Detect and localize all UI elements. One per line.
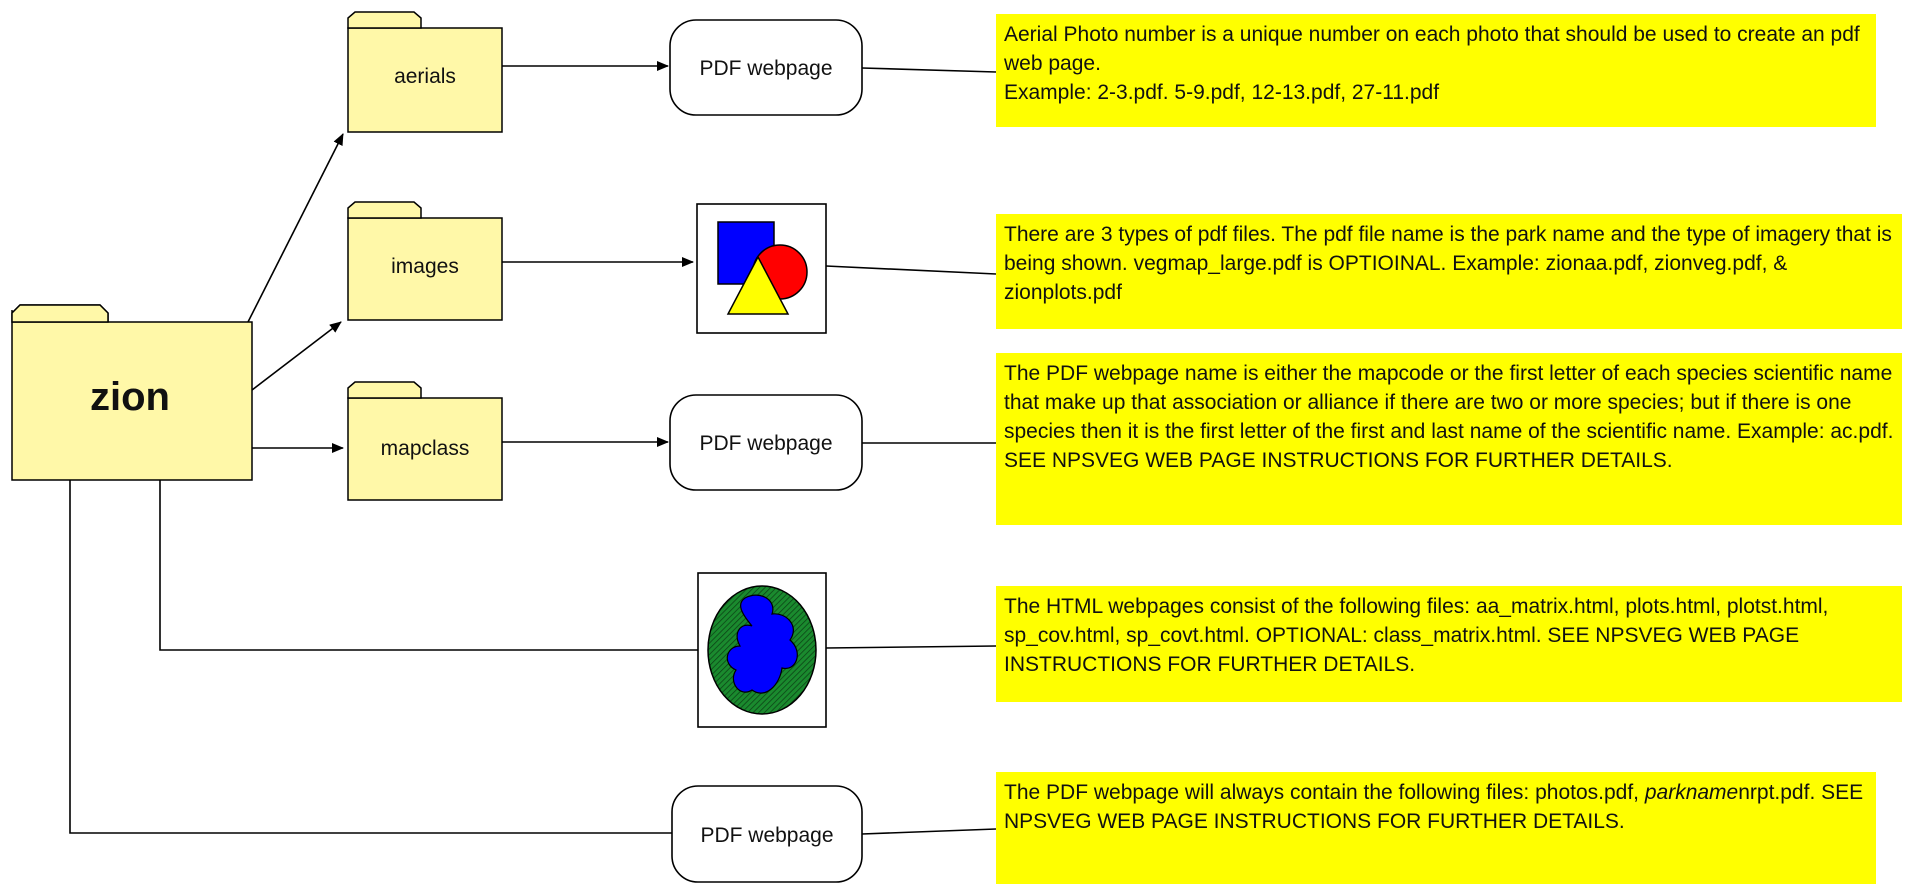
note-root-pdf-part1: The PDF webpage will always contain the … [1004, 781, 1645, 804]
yellow-triangle-shape [726, 255, 790, 315]
pdf-webpage-mapclass-label: PDF webpage [699, 432, 832, 455]
root-folder: zion [11, 304, 253, 481]
edge-aerials-note [861, 67, 997, 73]
folder-mapclass: mapclass [347, 381, 503, 501]
edge-images-note [825, 265, 997, 275]
folder-icon [347, 217, 503, 321]
folder-images: images [347, 201, 503, 321]
note-aerials-line1: Aerial Photo number is a unique number o… [1004, 23, 1860, 75]
pdf-webpage-node [669, 394, 863, 491]
continent-shape [726, 594, 798, 694]
folder-aerials-label: aerials [394, 65, 456, 88]
note-mapclass-text: The PDF webpage name is either the mapco… [1004, 362, 1894, 472]
note-images-text: There are 3 types of pdf files. The pdf … [1004, 223, 1892, 304]
note-html: The HTML webpages consist of the followi… [996, 586, 1902, 702]
note-root-pdf-part2: nrpt.pdf. SEE NPSVEG WEB PAGE INSTRUCTIO… [1004, 781, 1864, 833]
pdf-files-icon [696, 203, 827, 334]
folder-icon [347, 27, 503, 133]
note-mapclass: The PDF webpage name is either the mapco… [996, 353, 1902, 525]
folder-mapclass-label: mapclass [381, 437, 470, 460]
folder-images-label: images [391, 255, 459, 278]
note-root-pdf: The PDF webpage will always contain the … [996, 772, 1876, 884]
pdf-webpage-node [669, 19, 863, 116]
note-aerials-line2: Example: 2-3.pdf. 5-9.pdf, 12-13.pdf, 27… [1004, 81, 1440, 104]
pdf-webpage-node [671, 785, 863, 883]
edge-rootpdf-note [861, 828, 997, 835]
pdf-webpage-aerials: PDF webpage [669, 19, 863, 116]
edge-zion-root-pdf [69, 480, 672, 834]
note-root-pdf-text: The PDF webpage will always contain the … [1004, 778, 1868, 836]
folder-icon [347, 397, 503, 501]
root-folder-label: zion [90, 375, 170, 419]
edge-zion-aerials [247, 133, 344, 323]
note-root-pdf-italic: parkname [1644, 781, 1739, 804]
note-aerials: Aerial Photo number is a unique number o… [996, 14, 1876, 127]
edge-zion-images [251, 321, 342, 391]
folder-aerials: aerials [347, 11, 503, 133]
edge-html-note [825, 645, 997, 649]
edge-zion-html [159, 480, 698, 651]
globe-icon [697, 572, 827, 728]
pdf-webpage-aerials-label: PDF webpage [699, 57, 832, 80]
note-images: There are 3 types of pdf files. The pdf … [996, 214, 1902, 329]
connectors [69, 61, 997, 835]
pdf-webpage-root-label: PDF webpage [700, 824, 833, 847]
pdf-webpage-root: PDF webpage [671, 785, 863, 883]
note-html-text: The HTML webpages consist of the followi… [1004, 595, 1829, 676]
pdf-webpage-mapclass: PDF webpage [669, 394, 863, 491]
